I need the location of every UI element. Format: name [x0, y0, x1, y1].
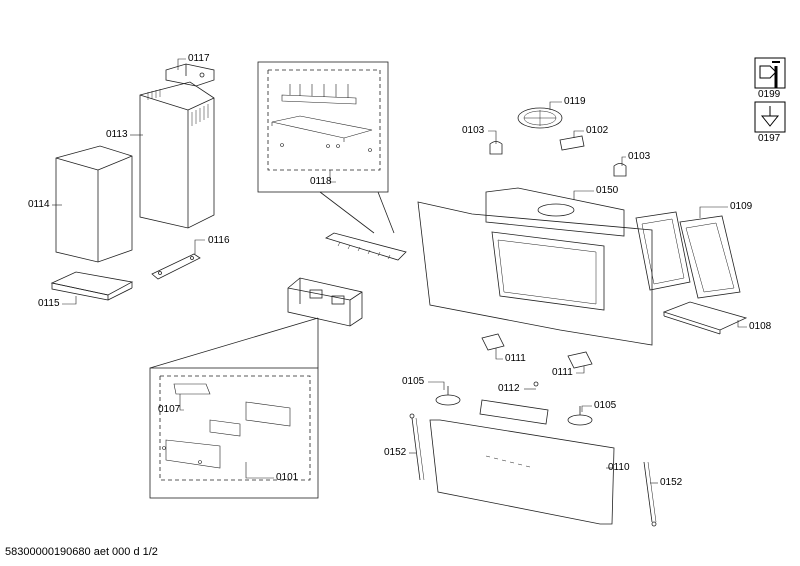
wall-bracket-part: [151, 253, 201, 280]
part-label-0115: 0115: [38, 298, 60, 309]
part-label-0114: 0114: [28, 199, 50, 210]
electronics-module-part: [287, 277, 363, 327]
part-label-0111-a: 0111: [505, 353, 526, 364]
part-label-0103-b: 0103: [628, 151, 651, 162]
cover-strip-part: [479, 381, 549, 425]
part-label-0101: 0101: [276, 472, 299, 483]
part-label-0107: 0107: [158, 404, 181, 415]
clip-part-0103-a: [489, 141, 503, 155]
part-label-0152-a: 0152: [384, 447, 407, 458]
chimney-upper-part: [139, 81, 215, 229]
grease-filter-part-b: [679, 215, 741, 299]
lamp-part-b: [567, 406, 593, 426]
control-strip-part: [325, 232, 407, 261]
lower-bracket-part: [50, 271, 134, 301]
tray-part: [662, 301, 748, 335]
part-label-0150: 0150: [596, 185, 619, 196]
part-label-0152-b: 0152: [660, 477, 683, 488]
part-label-0117: 0117: [188, 53, 210, 64]
clip-part-0103-b: [613, 163, 627, 177]
part-label-0112: 0112: [498, 383, 520, 394]
detail-box-0118: [257, 61, 389, 193]
hood-body-part: [417, 187, 653, 346]
part-label-0199: 0199: [758, 89, 781, 100]
gas-strut-part-b: [643, 461, 657, 527]
part-label-0102: 0102: [586, 125, 609, 136]
document-footer: 58300000190680 aet 000 d 1/2: [5, 546, 158, 558]
gas-strut-part-a: [409, 413, 425, 481]
clip-part-0102: [559, 135, 585, 151]
lamp-part-a: [435, 386, 461, 406]
chimney-lower-part: [55, 145, 133, 263]
bracket-top-part: [165, 63, 215, 87]
part-label-0116: 0116: [208, 235, 230, 246]
part-label-0108: 0108: [749, 321, 772, 332]
hinge-part-b: [567, 351, 593, 369]
part-label-0105-b: 0105: [594, 400, 617, 411]
part-label-0110: 0110: [608, 462, 630, 473]
grease-filter-part-a: [635, 211, 691, 291]
part-label-0109: 0109: [730, 201, 753, 212]
part-label-0111-b: 0111: [552, 367, 573, 378]
hinge-part-a: [481, 333, 505, 351]
part-label-0118: 0118: [310, 176, 332, 187]
leader-lines: [52, 58, 747, 484]
part-label-0105-a: 0105: [402, 376, 425, 387]
part-label-0103-a: 0103: [462, 125, 485, 136]
glass-panel-part: [429, 419, 615, 525]
grille-part: [517, 107, 563, 129]
part-label-0197: 0197: [758, 133, 781, 144]
wrench-icon: [754, 57, 786, 89]
funnel-icon: [754, 101, 786, 133]
detail-box-0101: [149, 367, 319, 499]
part-label-0119: 0119: [564, 96, 586, 107]
part-label-0113: 0113: [106, 129, 128, 140]
